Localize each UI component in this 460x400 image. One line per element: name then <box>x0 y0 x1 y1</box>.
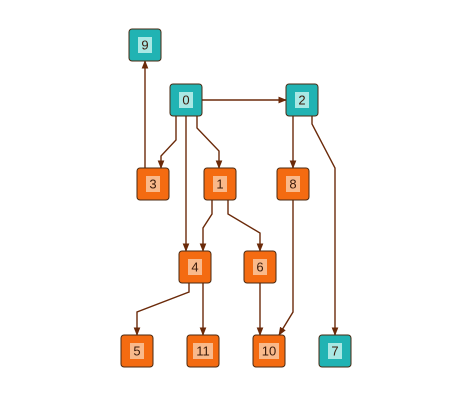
node-label: 7 <box>331 344 338 359</box>
node-label-bg <box>138 37 152 53</box>
node-label: 10 <box>262 344 276 359</box>
node-3: 3 <box>136 167 170 201</box>
node-7: 7 <box>318 334 352 368</box>
node-label: 1 <box>216 177 223 192</box>
node-2: 2 <box>285 83 319 117</box>
node-label: 9 <box>141 38 148 53</box>
node-1: 1 <box>203 167 237 201</box>
node-label: 6 <box>256 260 263 275</box>
node-label: 11 <box>196 344 210 359</box>
node-label-bg <box>130 343 144 359</box>
node-8: 8 <box>276 167 310 201</box>
node-label: 2 <box>298 93 305 108</box>
node-label-bg <box>328 343 342 359</box>
edge-8-to-10 <box>278 200 294 336</box>
node-label-bg <box>188 259 202 275</box>
node-label-bg <box>193 343 213 359</box>
node-4: 4 <box>178 250 212 284</box>
node-label: 4 <box>191 260 198 275</box>
node-9: 9 <box>128 28 162 62</box>
node-label: 3 <box>149 177 156 192</box>
node-6: 6 <box>243 250 277 284</box>
node-label-bg <box>259 343 279 359</box>
node-label-bg <box>213 176 227 192</box>
node-label-bg <box>286 176 300 192</box>
node-0: 0 <box>169 83 203 117</box>
edge-0-to-1 <box>196 116 223 169</box>
edge-0-to-3 <box>157 116 177 169</box>
edge-1-to-4 <box>199 200 213 252</box>
node-10: 10 <box>252 334 286 368</box>
node-label: 8 <box>289 177 296 192</box>
edge-1-to-6 <box>227 200 264 252</box>
edge-2-to-7 <box>311 116 339 336</box>
node-label-bg <box>146 176 160 192</box>
nodes-layer: 0 1 2 3 4 5 6 7 8 9 10 11 <box>120 28 352 368</box>
node-11: 11 <box>186 334 220 368</box>
node-5: 5 <box>120 334 154 368</box>
node-label-bg <box>295 92 309 108</box>
node-label-bg <box>253 259 267 275</box>
edges-layer <box>133 60 339 336</box>
node-label: 5 <box>133 344 140 359</box>
node-label: 0 <box>182 93 189 108</box>
edge-4-to-5 <box>133 283 190 336</box>
node-label-bg <box>179 92 193 108</box>
